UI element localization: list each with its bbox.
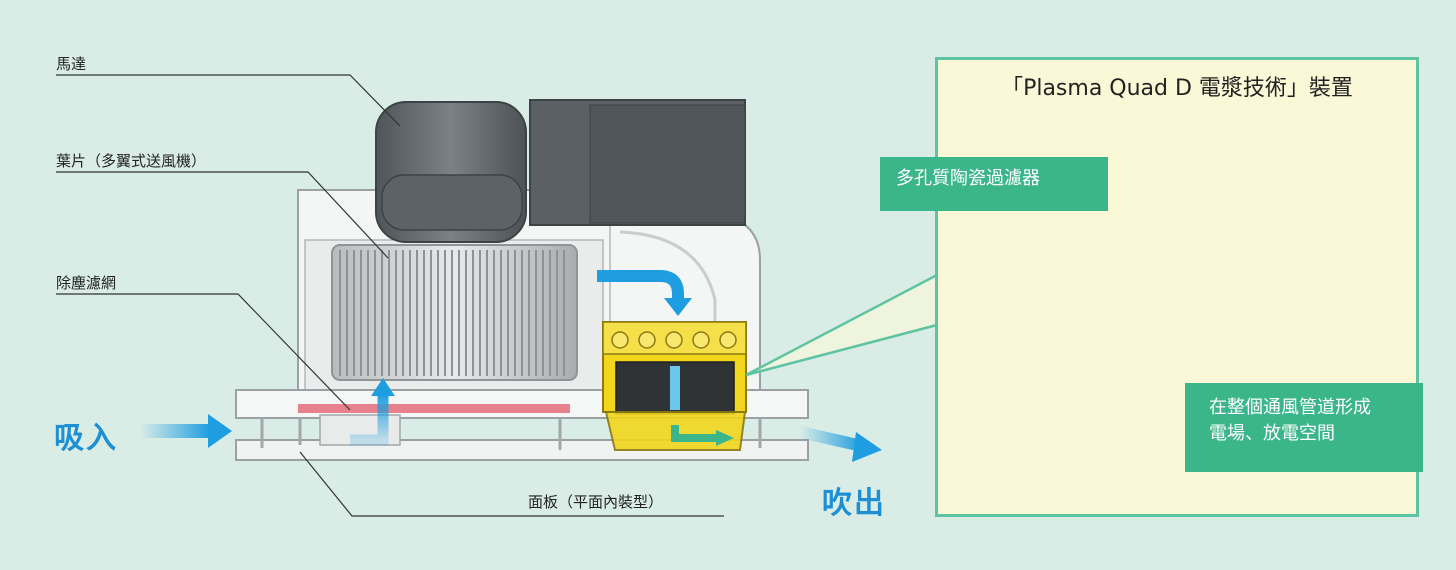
- fan-blade-label: 葉片（多翼式送風機）: [56, 152, 207, 170]
- electric-field-tag-line1: 在整個通風管道形成: [1209, 397, 1371, 418]
- plasma-terminal: [692, 331, 710, 349]
- fan-blade-drum: [331, 244, 578, 381]
- outlet-arrow-shaft: [798, 426, 864, 452]
- duct-arrow: [597, 270, 684, 300]
- ceramic-filter-tag: 多孔質陶瓷過濾器: [880, 157, 1108, 211]
- blade-slats: [339, 250, 565, 376]
- dust-filter-leader: [56, 293, 351, 411]
- fan-blade-leader: [56, 171, 389, 259]
- intake-arrow-shaft: [140, 424, 210, 438]
- plasma-unit-terminals: [611, 331, 737, 349]
- motor-unit: [375, 99, 746, 243]
- intake-label: 吸入: [54, 421, 118, 456]
- motor-leader: [56, 74, 401, 127]
- electric-field-tag-line2: 電場、放電空間: [1209, 423, 1335, 444]
- panel-title: 「Plasma Quad D 電漿技術」裝置: [1001, 76, 1353, 101]
- outlet-arrow-head: [852, 432, 882, 462]
- plasma-terminal: [665, 331, 683, 349]
- plasma-terminal: [611, 331, 629, 349]
- plasma-terminal: [719, 331, 737, 349]
- dust-filter-label: 除塵濾網: [56, 274, 117, 292]
- motor-label: 馬達: [56, 55, 87, 73]
- panel-label: 面板（平面內裝型）: [528, 493, 664, 511]
- outlet-label: 吹出: [822, 486, 886, 521]
- callout-wedge: [745, 273, 938, 377]
- plasma-flow-arrow: [670, 366, 680, 410]
- intake-arrow-head: [208, 414, 232, 448]
- plasma-terminal: [638, 331, 656, 349]
- exhaust-turn-arrow: [671, 425, 718, 442]
- rise-arrow: [350, 395, 389, 446]
- air-flow-arrows: [140, 270, 882, 462]
- dust-filter-strip: [298, 404, 570, 413]
- electric-field-tag: 在整個通風管道形成 電場、放電空間: [1185, 383, 1423, 472]
- leader-lines: [56, 74, 724, 517]
- panel-leader: [299, 451, 724, 517]
